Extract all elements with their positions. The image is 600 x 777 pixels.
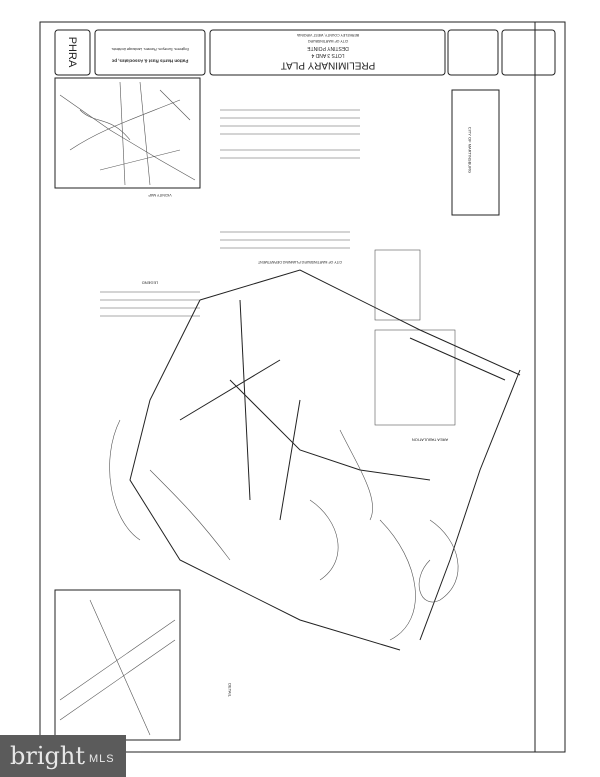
firm-box — [94, 29, 206, 76]
vicinity-map-roads — [59, 81, 196, 186]
logo-box — [54, 29, 91, 76]
firm-tagline: Engineers. Surveyors. Planners. Landscap… — [111, 47, 189, 51]
plat-subtitle-city: CITY OF MARTINSBURG — [307, 39, 348, 43]
detail-label: DETAIL — [228, 683, 233, 697]
city-approval-box — [451, 89, 500, 216]
detail-lines — [59, 599, 176, 736]
area-tabulation-label: AREA TABULATION — [412, 438, 448, 443]
sheet-border — [39, 21, 566, 753]
vicinity-map-box — [54, 77, 201, 189]
firm-name: Patton Harris Rust & Associates, pc — [111, 59, 188, 64]
topography-contours — [109, 419, 459, 641]
plat-title: PRELIMINARY PLAT — [281, 60, 375, 71]
vicinity-map-label: VICINITY MAP — [148, 193, 172, 197]
firm-logo: PHRA — [66, 37, 78, 68]
general-notes — [100, 109, 360, 317]
city-box-label: CITY OF MARTINSBURG — [468, 127, 473, 173]
planning-department-label: CITY OF MARTINSBURG PLANNING DEPARTMENT — [257, 260, 342, 264]
property-boundaries — [129, 269, 521, 651]
watermark-suffix: MLS — [88, 753, 115, 765]
plat-subtitle-county: BERKELEY COUNTY, WEST VIRGINIA — [296, 33, 359, 37]
title-box — [209, 29, 446, 76]
watermark-brand: bright — [10, 742, 85, 770]
blank-box — [447, 29, 499, 76]
detail-box — [54, 589, 181, 741]
legend-label: LEGEND — [142, 281, 159, 286]
bright-mls-watermark: bright MLS — [0, 735, 126, 777]
sheet-info-box — [501, 29, 556, 76]
plat-subtitle-lots: LOTS 3 AND 4 — [311, 52, 344, 58]
plat-subtitle-project: DESTINY POINTE — [307, 45, 349, 51]
line-table — [374, 329, 456, 426]
curve-table — [374, 249, 421, 321]
